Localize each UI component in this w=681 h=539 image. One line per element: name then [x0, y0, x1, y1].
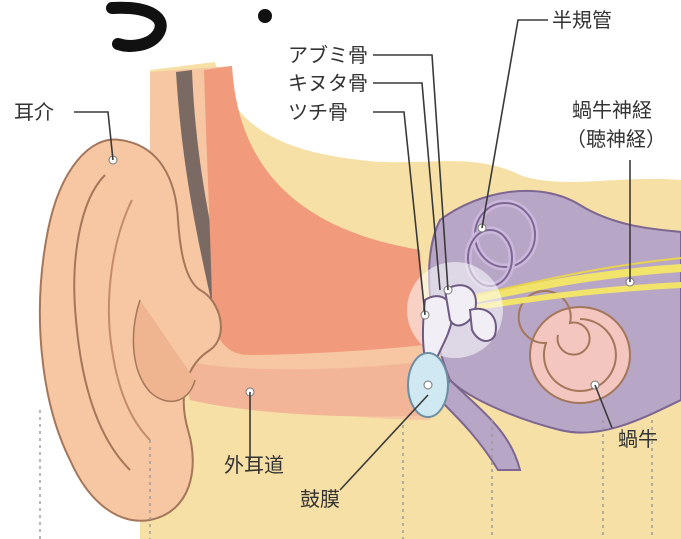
eardrum-anchor [424, 381, 432, 389]
label-ear-canal: 外耳道 [224, 453, 284, 477]
label-pinna: 耳介 [14, 100, 54, 124]
label-stapes: アブミ骨 [288, 43, 368, 67]
label-auditory-nerve: （聴神経） [566, 127, 666, 151]
cropped-heading-dot [258, 9, 272, 23]
label-incus: キヌタ骨 [288, 71, 368, 95]
label-eardrum: 鼓膜 [300, 487, 340, 511]
label-malleus: ツチ骨 [288, 100, 348, 124]
label-cochlear-nerve: 蝸牛神経 [572, 98, 652, 122]
label-semicircular-canals: 半規管 [552, 8, 612, 32]
cropped-heading-glyph [112, 8, 161, 46]
label-cochlea: 蝸牛 [618, 427, 658, 451]
